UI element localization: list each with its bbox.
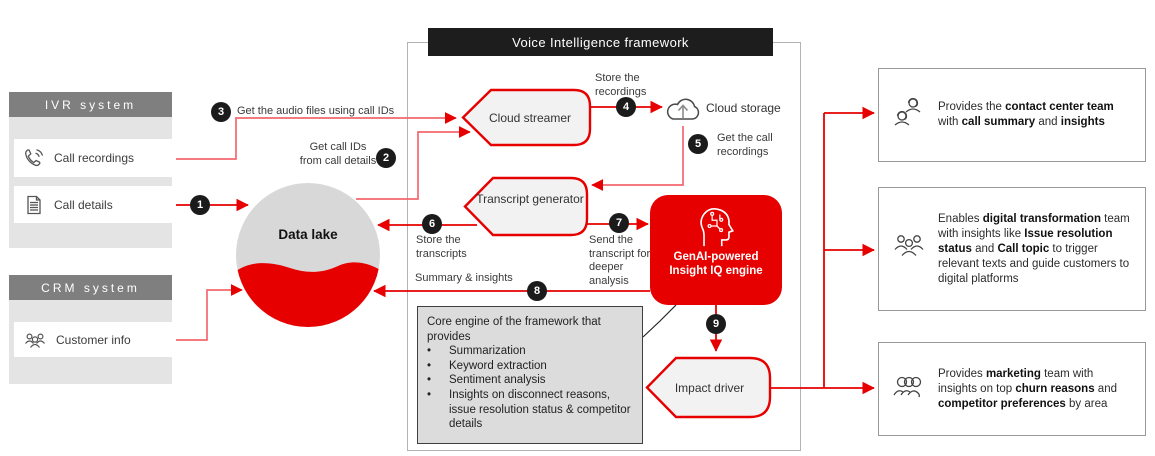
step-badge-4: 4 xyxy=(616,97,636,117)
people-group-icon xyxy=(889,232,929,266)
crowd-icon xyxy=(889,373,929,405)
bullet-dot: • xyxy=(427,359,432,372)
outcome-text: Provides the contact center team with ca… xyxy=(938,101,1114,128)
cloud-storage-label: Cloud storage xyxy=(706,101,781,115)
crm-system-panel: CRM system Customer info xyxy=(9,275,176,384)
step-label-8: Summary & insights xyxy=(415,272,513,284)
step-badge-9: 9 xyxy=(706,314,726,334)
data-lake-shape xyxy=(236,183,380,327)
crm-item-customer-info: Customer info xyxy=(14,322,176,357)
ivr-item-call-recordings: Call recordings xyxy=(14,139,176,177)
step-badge-5: 5 xyxy=(688,134,708,154)
step-label-3: Get the audio files using call IDs xyxy=(237,105,395,117)
note-leader-line xyxy=(642,304,677,338)
note-bullet: • Insights on disconnect reasons, issue … xyxy=(427,388,633,432)
outcome-marketing: Provides marketing team with insights on… xyxy=(878,342,1146,436)
cloud-streamer-label: Cloud streamer xyxy=(488,111,572,125)
ivr-system-header: IVR system xyxy=(9,92,172,117)
step-label-6: Store the transcripts xyxy=(416,234,467,260)
ivr-item-label: Call details xyxy=(54,197,113,212)
step-badge-1: 1 xyxy=(190,195,210,215)
document-icon xyxy=(27,195,41,214)
step-badge-8: 8 xyxy=(527,281,547,301)
outcome-text: Enables digital transformation team with… xyxy=(938,212,1130,285)
note-intro: Core engine of the framework that provid… xyxy=(427,316,601,343)
wire-cloud-storage-to-transcript-generator xyxy=(591,126,684,191)
wire-customer-info-to-data-lake xyxy=(165,284,243,341)
genai-label-line1: GenAI-powered xyxy=(673,251,759,263)
note-bullet: • Summarization xyxy=(427,344,633,359)
cloud-streamer-shape xyxy=(461,88,592,147)
step-badge-3: 3 xyxy=(211,102,231,122)
note-bullet: • Keyword extraction xyxy=(427,359,633,374)
wire-call-recordings-to-cloud-streamer xyxy=(165,112,457,160)
contact-center-icon xyxy=(889,95,929,135)
step-label-7: Send the transcript for deeper analysis xyxy=(589,234,651,287)
core-engine-note: Core engine of the framework that provid… xyxy=(417,306,643,444)
framework-title: Voice Intelligence framework xyxy=(428,28,773,56)
bullet-dot: • xyxy=(427,345,432,358)
transcript-generator-label: Transcript generator xyxy=(476,192,584,206)
head-circuit-icon xyxy=(700,208,734,247)
step-badge-6: 6 xyxy=(422,214,442,234)
step-label-2: Get call IDs from call details xyxy=(299,141,377,167)
crm-item-label: Customer info xyxy=(56,332,131,347)
note-bullet-text: Sentiment analysis xyxy=(449,374,546,387)
ivr-system-panel: IVR system Call recordings Call details xyxy=(9,92,176,248)
note-bullet-text: Insights on disconnect reasons, issue re… xyxy=(449,388,631,431)
step-badge-2: 2 xyxy=(376,148,396,168)
ivr-item-call-details: Call details xyxy=(14,186,176,223)
outcome-digital-transformation: Enables digital transformation team with… xyxy=(878,187,1146,311)
outcome-contact-center: Provides the contact center team with ca… xyxy=(878,68,1146,162)
genai-insight-iq-engine: GenAI-powered Insight IQ engine xyxy=(650,195,782,305)
step-label-5: Get the call recordings xyxy=(717,132,773,158)
outcome-text: Provides marketing team with insights on… xyxy=(938,367,1117,410)
phone-waves-icon xyxy=(25,149,44,167)
step-label-4: Store the recordings xyxy=(595,72,647,98)
step-badge-7: 7 xyxy=(609,213,629,233)
transcript-generator-shape xyxy=(463,176,589,237)
cloud-upload-icon xyxy=(666,98,700,120)
ivr-item-label: Call recordings xyxy=(54,151,135,165)
data-lake-label: Data lake xyxy=(278,227,338,242)
wire-data-lake-to-cloud-streamer xyxy=(356,126,471,200)
genai-label-line2: Insight IQ engine xyxy=(669,265,763,277)
note-bullet-text: Keyword extraction xyxy=(449,359,547,372)
bullet-dot: • xyxy=(427,388,432,401)
crm-system-header: CRM system xyxy=(9,275,172,300)
people-icon xyxy=(25,332,45,348)
note-bullet: • Sentiment analysis xyxy=(427,373,633,388)
bullet-dot: • xyxy=(427,374,432,387)
note-bullet-text: Summarization xyxy=(449,345,526,358)
impact-driver-label: Impact driver xyxy=(674,381,745,395)
